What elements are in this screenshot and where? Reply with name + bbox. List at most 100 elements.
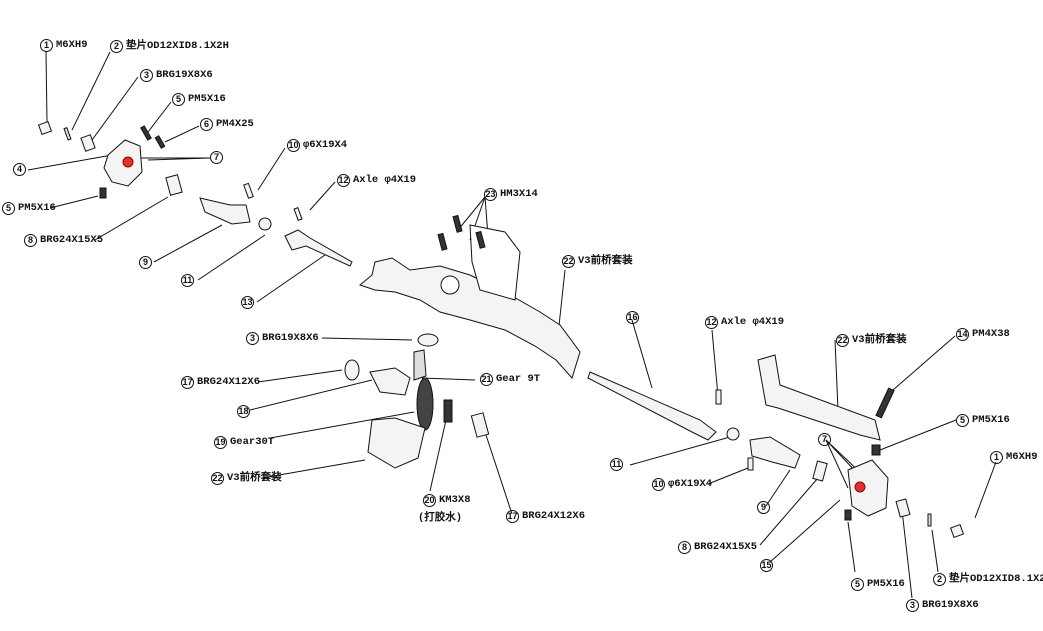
callout-number: 1 <box>990 451 1003 464</box>
callout-number: 18 <box>237 405 250 418</box>
leader-line <box>91 76 139 141</box>
leader-line <box>257 369 343 383</box>
screw-part <box>452 214 463 233</box>
callout-number: 2 <box>933 573 946 586</box>
ring-part <box>726 427 740 441</box>
bearing-part <box>80 134 96 152</box>
callout-number: 4 <box>13 163 26 176</box>
screw-part <box>443 399 453 423</box>
callout-text: V3前桥套装 <box>852 334 907 346</box>
screw-part <box>99 187 107 199</box>
leader-line <box>257 147 286 191</box>
leader-line <box>707 467 749 485</box>
leader-line <box>759 477 819 546</box>
leader-line <box>974 461 997 519</box>
leader-line <box>931 529 939 573</box>
callout-text: 垫片OD12XID8.1X2H <box>126 40 229 52</box>
callout-text: HM3X14 <box>500 188 538 200</box>
bearing-part <box>417 333 439 347</box>
callout-number: 22 <box>211 472 224 485</box>
steering-link-part <box>757 354 881 441</box>
callout-number: 9 <box>139 256 152 269</box>
callout-text: PM4X38 <box>972 328 1010 340</box>
ring-part <box>258 217 272 231</box>
callout-11-ring: 11 <box>610 458 626 471</box>
callout-text: PM5X16 <box>867 578 905 590</box>
callout-7-marker: 7 <box>210 151 226 164</box>
bearing-part <box>812 460 828 482</box>
leader-line <box>309 181 336 211</box>
highlight-mark <box>122 156 134 168</box>
callout-text: BRG24X15X5 <box>40 234 104 246</box>
leader-line <box>901 509 913 599</box>
callout-9-yoke: 9 <box>139 256 155 269</box>
nut-part <box>949 523 965 539</box>
right-side-group <box>587 354 965 539</box>
callout-number: 16 <box>626 311 639 324</box>
leader-line <box>429 419 447 492</box>
leader-line <box>153 224 223 263</box>
leader-line <box>457 196 486 231</box>
callout-7-marker: 7 <box>818 433 834 446</box>
axle-housing-group <box>344 214 581 469</box>
leader-line <box>71 51 111 131</box>
callout-number: 5 <box>851 578 864 591</box>
callout-number: 17 <box>506 510 519 523</box>
callout-text: BRG19X8X6 <box>262 332 319 344</box>
callout-number: 14 <box>956 328 969 341</box>
callout-text: 垫片OD12XID8.1X2H <box>949 573 1043 585</box>
shim-part <box>63 127 72 141</box>
callout-number: 10 <box>287 139 300 152</box>
leader-line <box>825 439 849 489</box>
callout-number: 10 <box>652 478 665 491</box>
callout-text: V3前桥套装 <box>578 255 633 267</box>
callout-text: PM4X25 <box>216 118 254 130</box>
callout-number: 20 <box>423 494 436 507</box>
callout-9-yoke: 9 <box>757 501 773 514</box>
leader-line <box>94 196 169 241</box>
leader-line <box>631 319 653 389</box>
left-knuckle-group <box>37 120 353 267</box>
callout-text: BRG19X8X6 <box>156 69 213 81</box>
leader-line <box>45 51 48 123</box>
callout-number: 19 <box>214 436 227 449</box>
callout-number: 5 <box>956 414 969 427</box>
callout-text: BRG24X15X5 <box>694 541 758 553</box>
bearing-part <box>165 174 183 196</box>
bearing-part <box>470 412 490 438</box>
cv-yoke-part <box>199 197 251 225</box>
leader-line <box>847 521 856 573</box>
leader-line <box>769 499 841 563</box>
gear-9t-part <box>413 349 427 381</box>
bearing-part <box>895 498 911 518</box>
screw-part <box>140 125 152 141</box>
leader-line <box>629 436 731 466</box>
leader-line <box>164 125 200 143</box>
leader-line <box>879 419 957 451</box>
callout-number: 22 <box>562 255 575 268</box>
screw-part <box>475 230 486 249</box>
callout-text: M6XH9 <box>56 39 88 51</box>
leader-line <box>261 459 366 479</box>
leader-line <box>249 379 373 411</box>
callout-text: Axle φ4X19 <box>721 316 785 328</box>
leader-line <box>197 234 266 281</box>
callout-number: 2 <box>110 40 123 53</box>
callout-number: 17 <box>181 376 194 389</box>
callout-number: 3 <box>140 69 153 82</box>
callout-number: 5 <box>2 202 15 215</box>
